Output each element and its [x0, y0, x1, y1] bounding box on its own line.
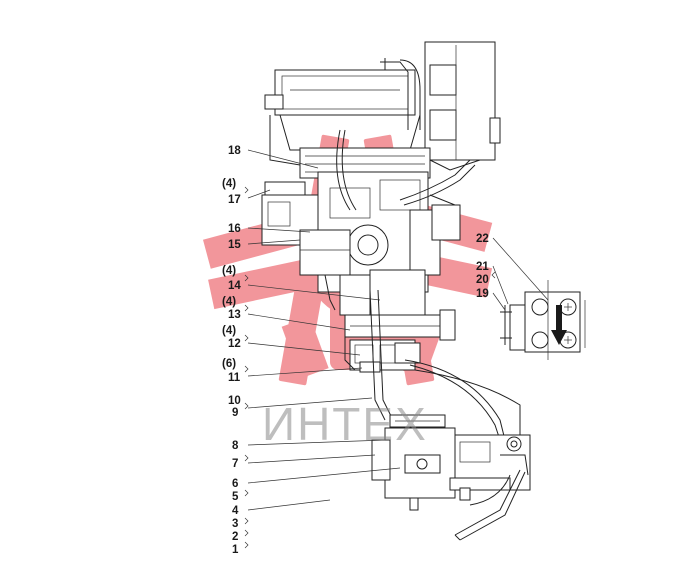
- callout-18: 18: [228, 145, 241, 157]
- leader-lines: [244, 149, 549, 549]
- callout-15: 15: [228, 239, 241, 251]
- callout-10: 10: [228, 395, 241, 407]
- callout-6-paren: (6): [222, 358, 236, 370]
- callout-3: 3: [232, 518, 238, 530]
- callout-22: 22: [476, 233, 489, 245]
- watermark-text: ИНТЕХ: [262, 398, 428, 450]
- callout-4-d: (4): [222, 325, 236, 337]
- callout-13: 13: [228, 309, 241, 321]
- callout-9: 9: [232, 407, 238, 419]
- callout-4-c: (4): [222, 296, 236, 308]
- callout-12: 12: [228, 338, 241, 350]
- callout-8: 8: [232, 440, 239, 452]
- callout-7: 7: [232, 458, 238, 470]
- callout-2: 2: [232, 531, 238, 543]
- callout-16: 16: [228, 223, 241, 235]
- callout-6: 6: [232, 478, 238, 490]
- callout-4-a: (4): [222, 178, 236, 190]
- lower-housing: [339, 269, 521, 441]
- callout-17: 17: [228, 194, 241, 206]
- callouts: 18 (4) 17 16 15 (4) 14 (4) 13 (4) 12 (6)…: [222, 145, 489, 556]
- callout-4: 4: [232, 505, 239, 517]
- callout-19: 19: [476, 288, 489, 300]
- top-housing: [264, 41, 501, 171]
- callout-5: 5: [232, 491, 239, 503]
- callout-20: 20: [476, 274, 489, 286]
- callout-21: 21: [476, 261, 489, 273]
- callout-4-b: (4): [222, 265, 236, 277]
- callout-11: 11: [228, 372, 241, 384]
- callout-1: 1: [232, 544, 239, 556]
- detail-inset: [500, 280, 586, 360]
- callout-14: 14: [228, 280, 241, 292]
